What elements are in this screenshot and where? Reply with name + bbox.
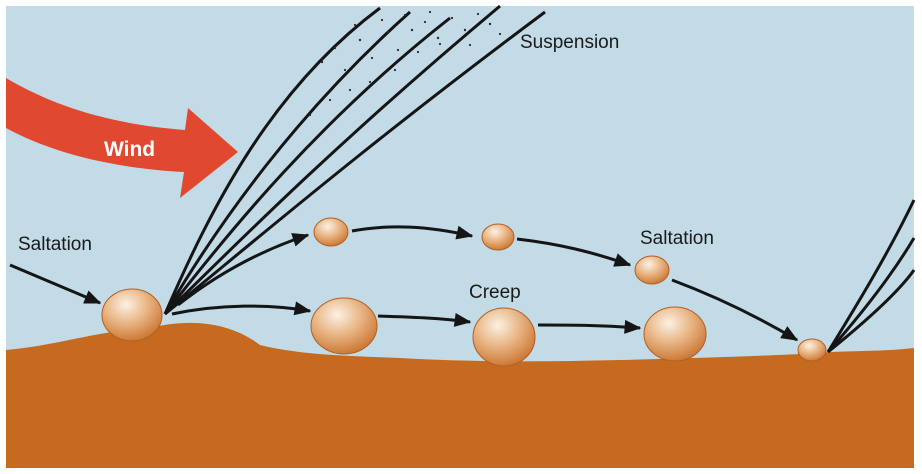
wind-label: Wind bbox=[104, 138, 155, 161]
saltation-arrows bbox=[177, 225, 799, 342]
creep-arrows bbox=[171, 301, 642, 334]
grain-saltation-2 bbox=[481, 223, 515, 251]
grain-saltation-1 bbox=[313, 217, 349, 247]
grain-creep-1 bbox=[310, 297, 378, 355]
grain-saltation-landing bbox=[797, 338, 827, 362]
grain-creep-3 bbox=[643, 306, 707, 362]
grain-creep-2 bbox=[472, 307, 536, 367]
wind-arrow bbox=[6, 78, 238, 198]
grain-saltation-3 bbox=[634, 255, 670, 285]
saltation-incoming-arrow bbox=[9, 263, 102, 305]
creep-label: Creep bbox=[469, 282, 521, 303]
grain-saltation-start bbox=[101, 288, 163, 342]
saltation-right-label: Saltation bbox=[640, 228, 714, 249]
saltation-left-label: Saltation bbox=[18, 234, 92, 255]
right-plume bbox=[826, 199, 916, 354]
suspension-plume bbox=[163, 4, 546, 316]
suspension-label: Suspension bbox=[520, 32, 619, 53]
suspension-dust bbox=[308, 10, 502, 117]
grains bbox=[101, 217, 827, 367]
